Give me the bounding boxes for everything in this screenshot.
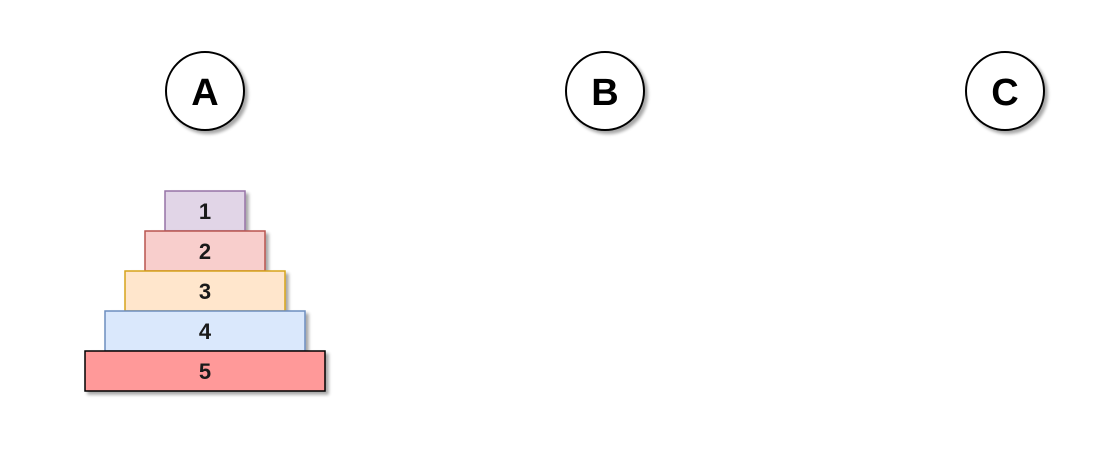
disk-2: 2 xyxy=(144,230,266,272)
disk-5-body xyxy=(84,350,326,392)
disk-2-body xyxy=(144,230,266,272)
peg-label-b: B xyxy=(565,51,645,131)
disk-1-label: 1 xyxy=(199,199,211,224)
disk-3: 3 xyxy=(124,270,286,312)
disk-3-label: 3 xyxy=(199,279,211,304)
disk-stack-a: 1 2 3 4 5 xyxy=(84,190,326,392)
disk-4-label: 4 xyxy=(199,319,212,344)
disk-2-label: 2 xyxy=(199,239,211,264)
peg-c-label: C xyxy=(991,72,1018,114)
disk-5-label: 5 xyxy=(199,359,211,384)
disk-5: 5 xyxy=(84,350,326,392)
peg-b-circle xyxy=(565,51,645,131)
disk-1: 1 xyxy=(164,190,246,232)
peg-label-a: A xyxy=(165,51,245,131)
peg-c-circle xyxy=(965,51,1045,131)
disk-4: 4 xyxy=(104,310,306,352)
peg-b-label: B xyxy=(591,72,618,114)
peg-a-circle xyxy=(165,51,245,131)
disk-4-body xyxy=(104,310,306,352)
peg-label-c: C xyxy=(965,51,1045,131)
peg-labels: A B C xyxy=(165,51,1045,131)
disk-1-body xyxy=(164,190,246,232)
peg-a-label: A xyxy=(191,72,218,114)
